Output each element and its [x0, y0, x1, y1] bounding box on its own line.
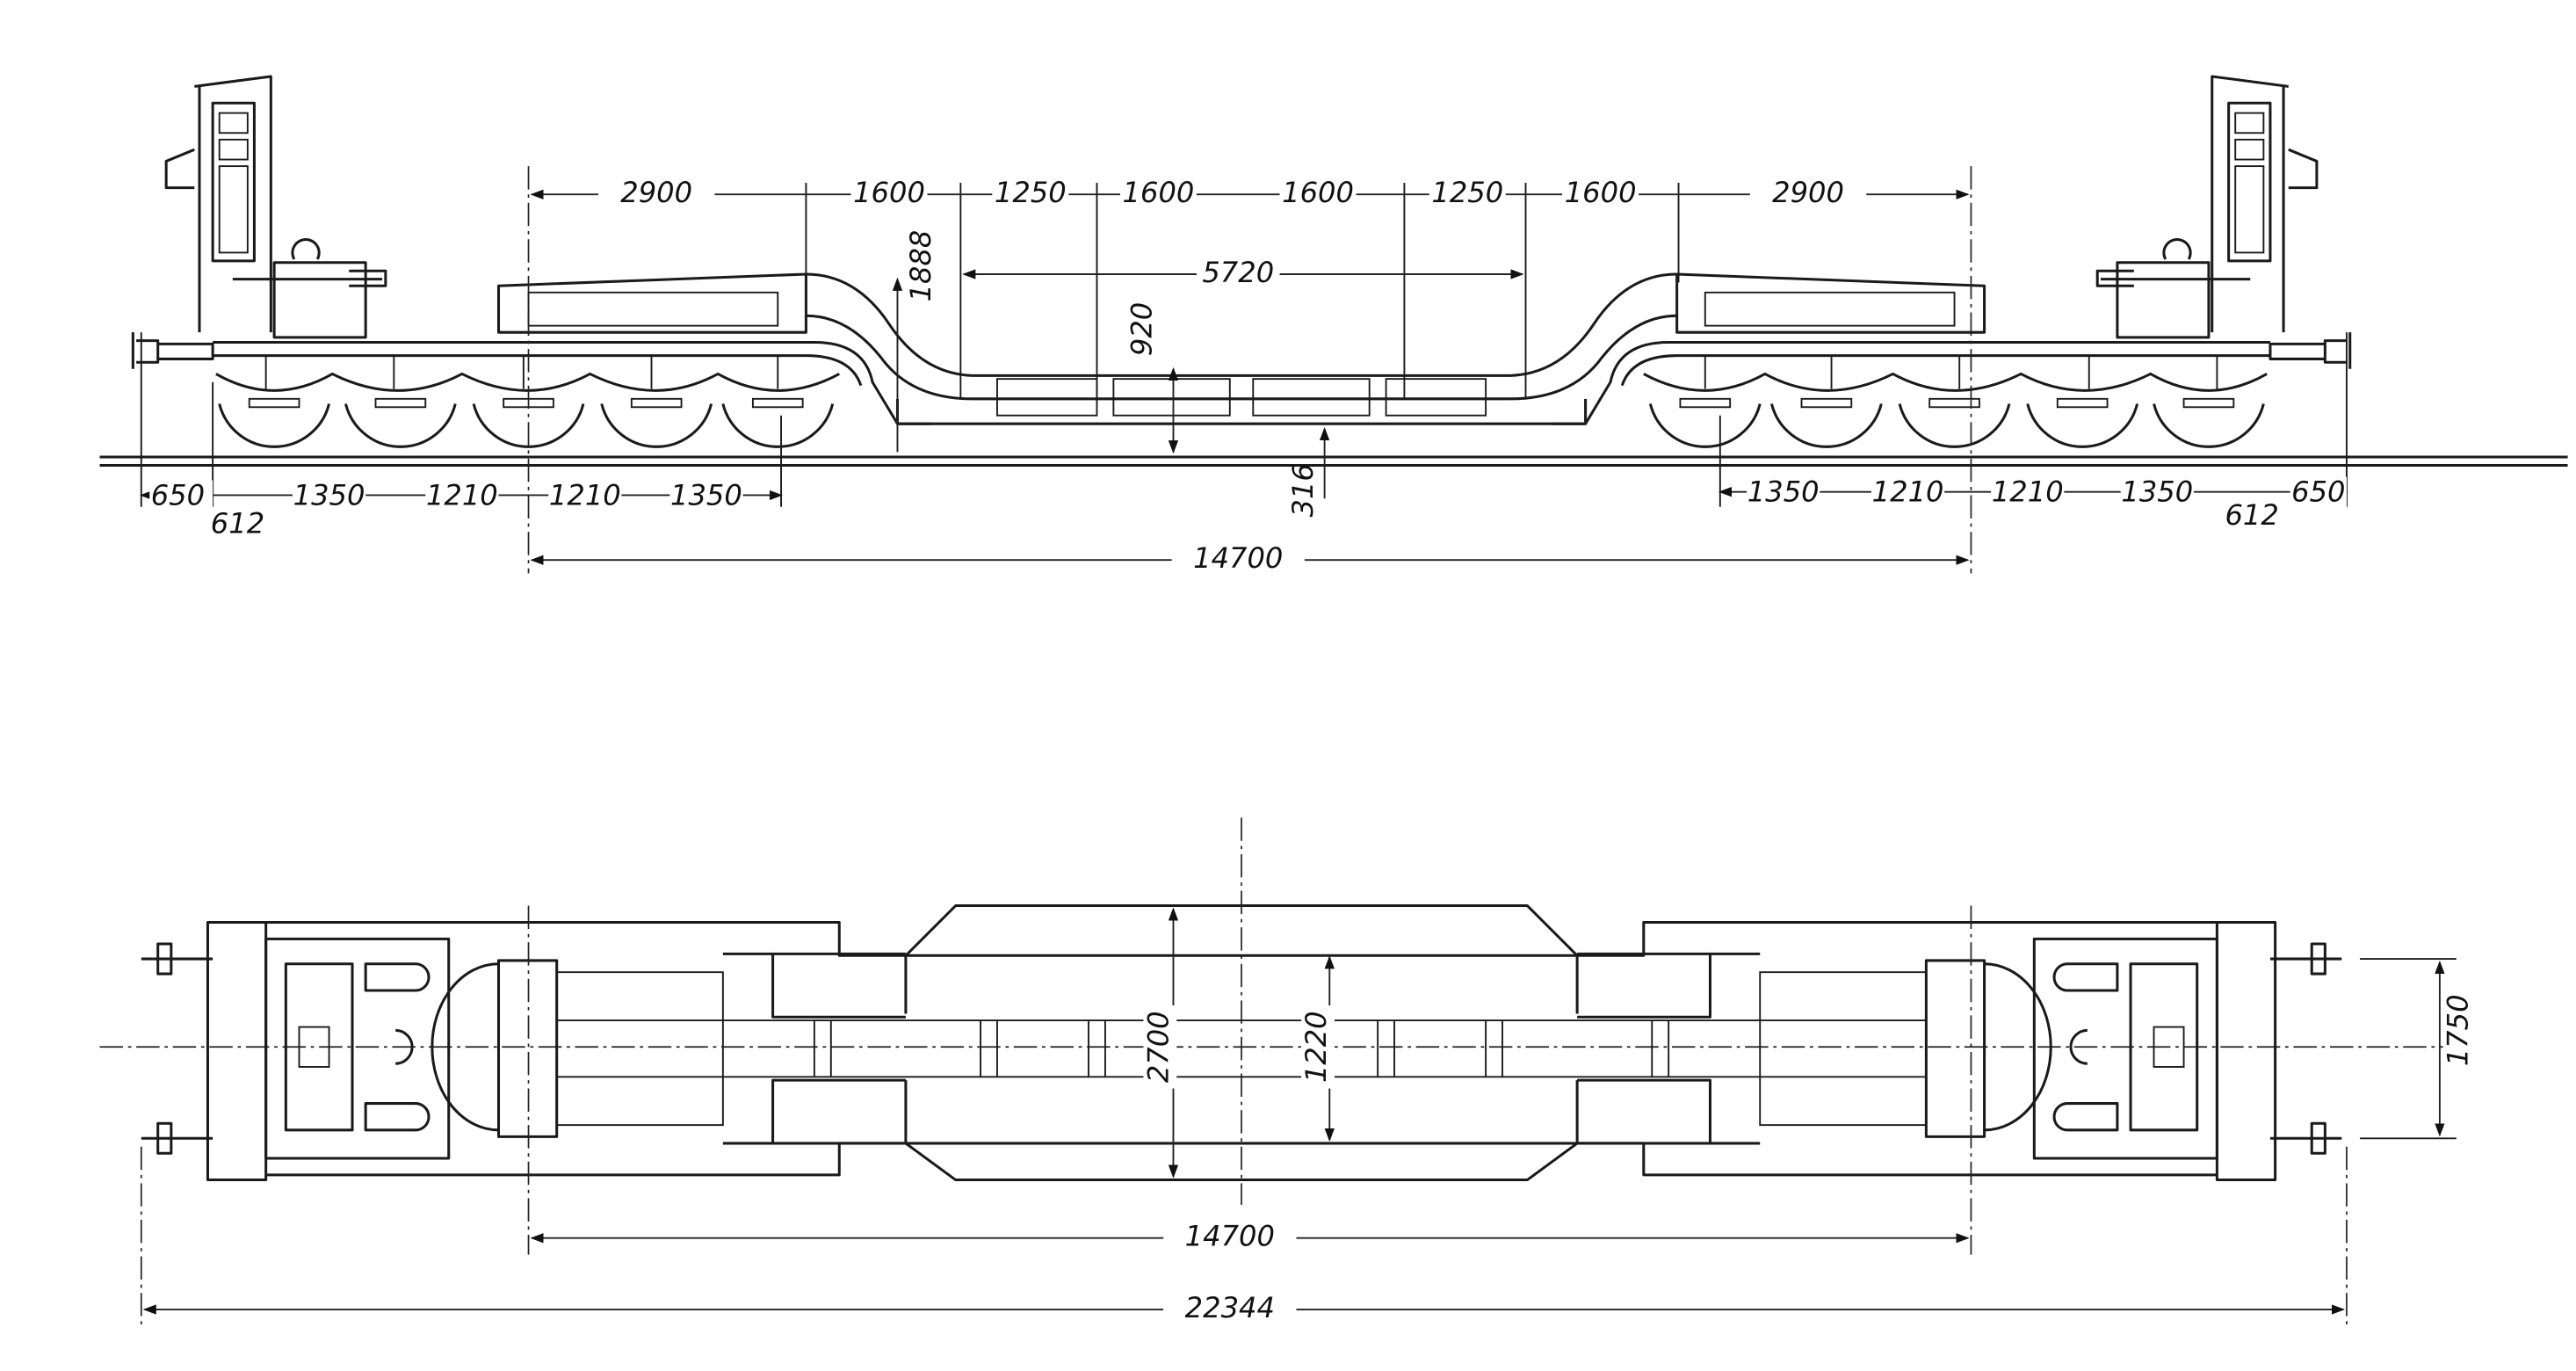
dim-1600-1: 1600: [853, 176, 925, 209]
dim-length-over-buffers: 22344: [1185, 1291, 1275, 1324]
dim-1600-3: 1600: [1282, 176, 1354, 209]
dim-1210-b: 1210: [549, 478, 621, 511]
dim-bogie-centres-plan: 14700: [1185, 1220, 1275, 1253]
dim-1210-a: 1210: [426, 478, 498, 511]
dim-1210-c: 1210: [1872, 475, 1944, 509]
dim-well-length: 5720: [1202, 256, 1274, 289]
dim-1600-4: 1600: [1565, 176, 1637, 209]
dim-buffer-spacing: 1750: [2442, 994, 2475, 1066]
rail: [99, 455, 2568, 467]
top-dimensions: 2900 1600 1250 1600 1600 1250 1600 2900: [597, 176, 1867, 214]
side-elevation: 2900 1600 1250 1600 1600 1250 1600 2900 …: [99, 75, 2568, 579]
dim-1210-d: 1210: [1992, 475, 2064, 509]
dim-bogie-centres-side: 14700: [1193, 541, 1283, 575]
dim-1350-a: 1350: [293, 478, 365, 511]
dim-1350-b: 1350: [670, 478, 742, 511]
dim-2900-left: 2900: [620, 176, 692, 209]
dim-1600-2: 1600: [1123, 176, 1195, 209]
plan-view: 2700 1220 1750 14700 22344: [99, 817, 2477, 1330]
dim-1350-d: 1350: [2121, 475, 2193, 509]
dim-650-left: 650: [151, 478, 205, 511]
left-axle-dimensions: 650 612 1350 1210 1210 1350: [149, 478, 743, 540]
dim-well-clearance: 316: [1286, 463, 1320, 517]
dim-1250-right: 1250: [1431, 176, 1503, 209]
dim-deck-height: 920: [1125, 302, 1158, 356]
dim-1350-c: 1350: [1747, 475, 1820, 509]
dim-612-left: 612: [211, 507, 264, 540]
dim-650-right: 650: [2291, 475, 2345, 509]
right-axle-dimensions: 1350 1210 1210 1350 612 650: [1747, 475, 2347, 532]
dim-612-right: 612: [2225, 498, 2278, 532]
dim-2900-right: 2900: [1772, 176, 1844, 209]
dim-inner-width: 1220: [1299, 1011, 1333, 1083]
dim-1250-left: 1250: [995, 176, 1067, 209]
dim-gooseneck-height: 1888: [904, 230, 937, 302]
dim-outer-width: 2700: [1141, 1011, 1175, 1083]
